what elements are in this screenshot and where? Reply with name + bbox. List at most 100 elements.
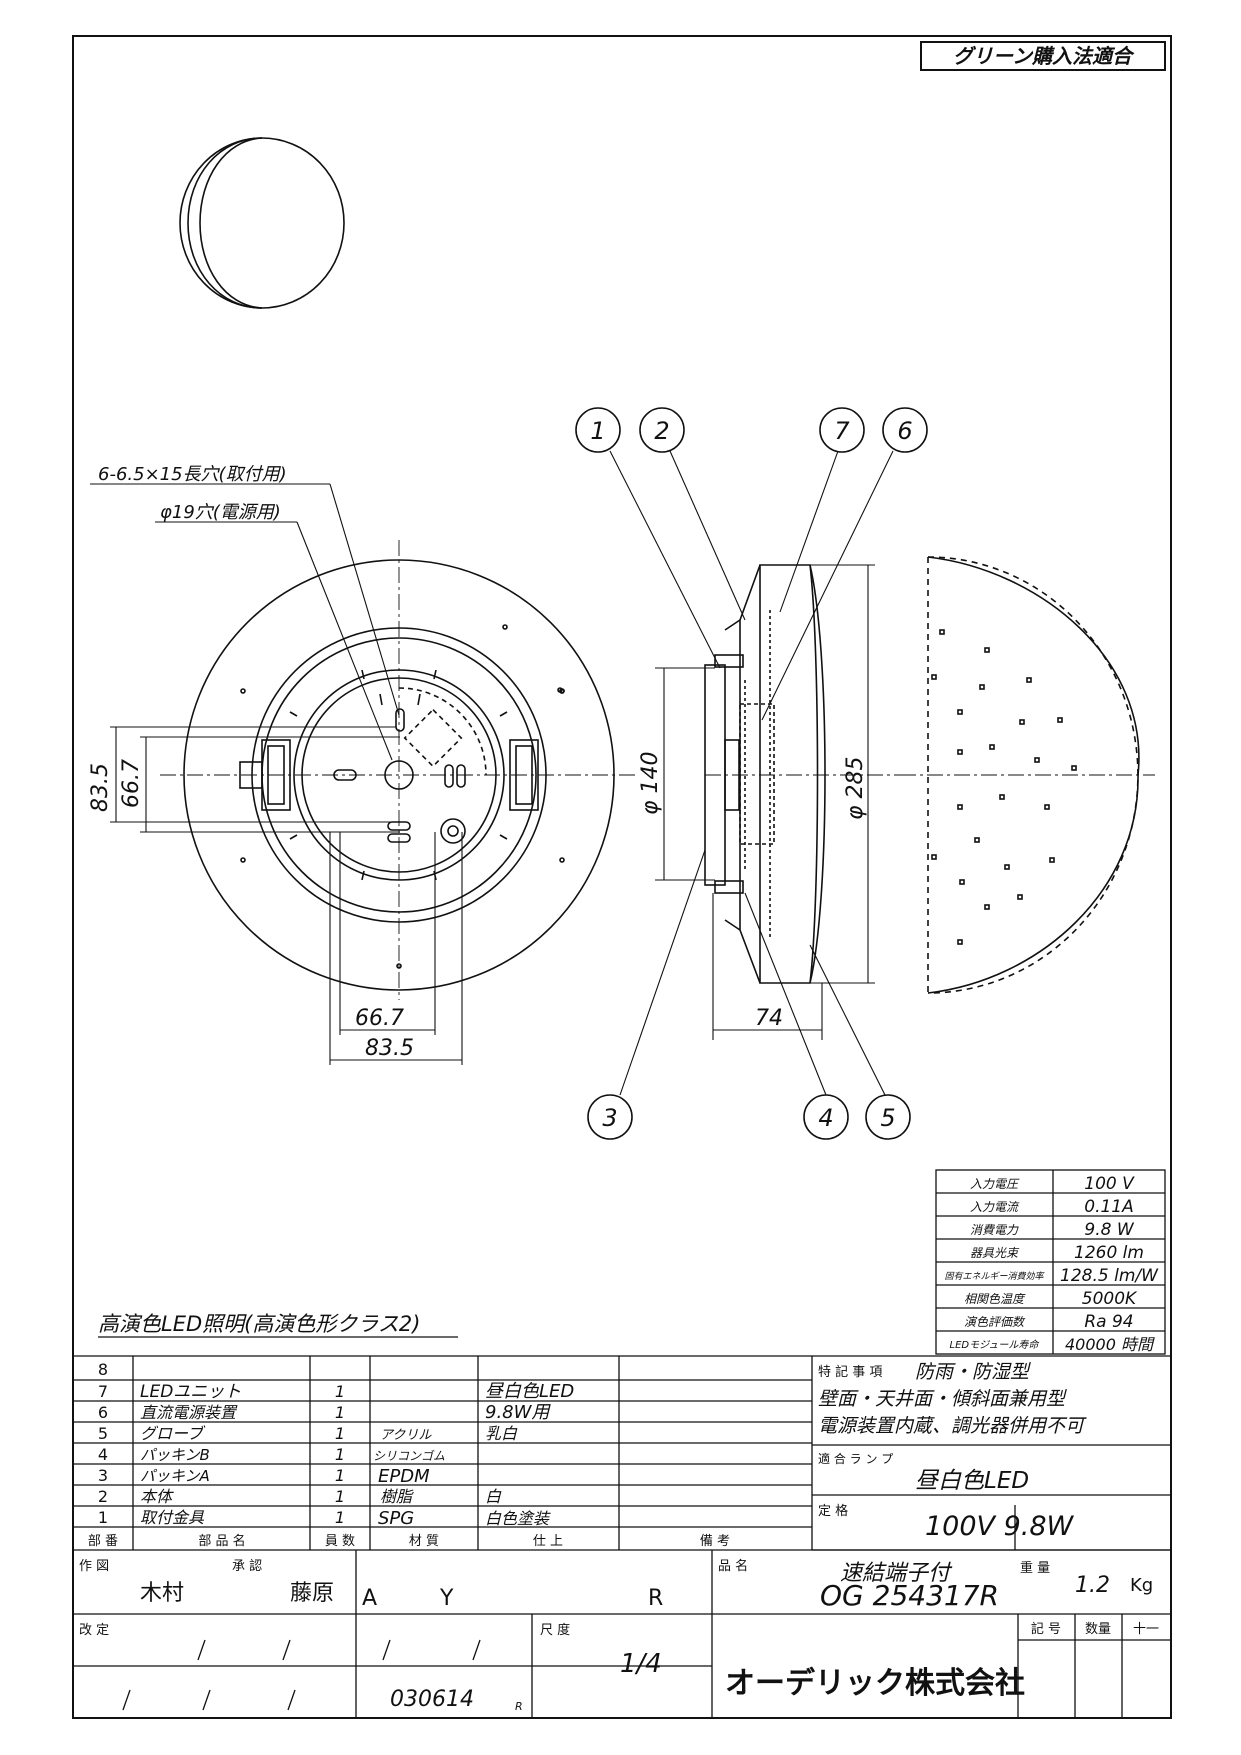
side-view — [704, 564, 900, 984]
revision-r: R — [648, 1586, 663, 1611]
spec-label: 固有エネルギー消費効率 — [944, 1271, 1045, 1282]
green-label: グリーン購入法適合 — [953, 44, 1135, 68]
part-no: 4 — [98, 1445, 108, 1464]
dim-285: φ 285 — [843, 757, 868, 821]
notes-line2: 壁面・天井面・傾斜面兼用型 — [818, 1388, 1067, 1410]
globe-half-view — [900, 556, 1155, 994]
side-view-dimensions — [655, 564, 875, 1040]
title-block-slashes — [122, 1639, 481, 1711]
part-qty: 1 — [335, 1403, 345, 1422]
weight-unit: Kg — [1130, 1575, 1153, 1596]
header-name: 部 品 名 — [198, 1533, 245, 1549]
rating-label: 定 格 — [818, 1503, 848, 1519]
callout-1: 1 — [590, 417, 605, 445]
revision-y: Y — [439, 1586, 454, 1611]
approved-label: 承 認 — [232, 1558, 262, 1574]
part-material: SPG — [378, 1508, 414, 1529]
spec-table-grid — [935, 1169, 1166, 1355]
part-qty: 1 — [335, 1508, 345, 1527]
weight-label: 重 量 — [1020, 1560, 1050, 1576]
scale-value: 1/4 — [620, 1649, 662, 1679]
header-finish: 仕 上 — [533, 1534, 563, 1549]
notes-line1: 防雨・防湿型 — [915, 1361, 1031, 1383]
spec-label: 入力電圧 — [970, 1177, 1020, 1191]
callout-4: 4 — [818, 1104, 833, 1132]
part-name: 直流電源装置 — [140, 1403, 238, 1422]
part-name: グローブ — [140, 1424, 206, 1443]
hole-mount-label: 6-6.5×15長穴(取付用) — [98, 464, 287, 485]
part-no: 5 — [98, 1424, 108, 1443]
weight-value: 1.2 — [1075, 1573, 1110, 1598]
part-name: 取付金具 — [140, 1508, 205, 1527]
spec-label: 入力電流 — [970, 1200, 1020, 1214]
revision-a: A — [362, 1586, 377, 1611]
callout-2: 2 — [654, 417, 669, 445]
sheet-frame — [72, 35, 1172, 1719]
company-name: オーデリック株式会社 — [725, 1666, 1025, 1701]
spec-value: 9.8 W — [1084, 1220, 1134, 1240]
part-no: 2 — [98, 1487, 108, 1506]
part-qty: 1 — [335, 1487, 345, 1506]
lamp-label: 適 合 ラ ン プ — [818, 1451, 893, 1466]
part-material: シリコンゴム — [373, 1449, 445, 1463]
spec-value: 100 V — [1084, 1174, 1135, 1194]
part-name: LEDユニット — [140, 1382, 241, 1402]
part-material: EPDM — [378, 1466, 430, 1487]
date-suffix: R — [515, 1700, 523, 1713]
product-no-label: 品 名 — [718, 1558, 748, 1574]
front-view — [160, 540, 638, 1000]
part-name: パッキンA — [140, 1467, 210, 1485]
footer-qty: 数量 — [1085, 1622, 1111, 1637]
footer-symbol: 記 号 — [1031, 1621, 1061, 1637]
part-no: 8 — [98, 1360, 108, 1379]
title-block: 作 図 木村 承 認 藤原 A Y R 品 名 OG 254317R 改 定 尺… — [79, 1558, 1159, 1713]
footer-plusminus: 十一 — [1133, 1622, 1159, 1637]
callout-7: 7 — [834, 417, 850, 445]
dim-66-7-vertical: 66.7 — [119, 759, 144, 808]
notes-label: 特 記 事 項 — [818, 1364, 882, 1380]
parts-table-grid — [73, 1355, 1171, 1718]
header-note: 備 考 — [700, 1533, 730, 1549]
callout-6: 6 — [897, 417, 912, 445]
spec-label: 相関色温度 — [964, 1292, 1026, 1306]
part-no: 1 — [98, 1508, 108, 1527]
part-finish: 白 — [485, 1487, 502, 1506]
part-qty: 1 — [335, 1445, 345, 1464]
callout-circles — [575, 407, 928, 1140]
header-material: 材 質 — [409, 1534, 439, 1549]
spec-value: 128.5 lm/W — [1060, 1266, 1159, 1286]
callout-leaders — [609, 450, 894, 1096]
spec-label: 演色評価数 — [964, 1315, 1026, 1329]
spec-table: 入力電圧 100 V 入力電流 0.11A 消費電力 9.8 W 器具光束 12… — [944, 1174, 1159, 1354]
spec-value: 1260 lm — [1074, 1243, 1144, 1263]
isometric-view — [179, 137, 345, 309]
date-value: 030614 — [390, 1687, 474, 1712]
part-finish: 9.8W用 — [485, 1402, 551, 1423]
hole-power-label: φ19穴(電源用) — [160, 502, 281, 523]
approved-name: 藤原 — [290, 1581, 334, 1606]
part-material: 樹脂 — [380, 1487, 414, 1506]
revised-label: 改 定 — [79, 1623, 109, 1638]
spec-label: 消費電力 — [970, 1223, 1019, 1237]
terminal-label: 速結端子付 — [840, 1561, 953, 1586]
part-no: 3 — [98, 1466, 108, 1485]
product-title: 高演色LED照明(高演色形クラス2) — [98, 1312, 420, 1336]
spec-value: 5000K — [1082, 1289, 1138, 1309]
spec-label: 器具光束 — [970, 1246, 1020, 1260]
spec-label: LEDモジュール寿命 — [950, 1339, 1041, 1351]
part-qty: 1 — [335, 1424, 345, 1443]
part-finish: 昼白色LED — [485, 1381, 574, 1402]
product-no-value: OG 254317R — [820, 1579, 999, 1612]
spec-value: Ra 94 — [1084, 1312, 1133, 1332]
front-view-dimensions — [90, 483, 463, 1065]
callout-5: 5 — [880, 1104, 895, 1132]
part-qty: 1 — [335, 1382, 345, 1401]
part-no: 7 — [98, 1382, 108, 1401]
part-material: アクリル — [380, 1428, 432, 1443]
dim-83-5-vertical: 83.5 — [88, 763, 113, 812]
drawn-name: 木村 — [140, 1581, 184, 1606]
parts-table: 8 7 LEDユニット 1 昼白色LED 6 直流電源装置 1 9.8W用 5 … — [88, 1360, 730, 1549]
part-qty: 1 — [335, 1466, 345, 1485]
callout-3: 3 — [602, 1104, 617, 1132]
